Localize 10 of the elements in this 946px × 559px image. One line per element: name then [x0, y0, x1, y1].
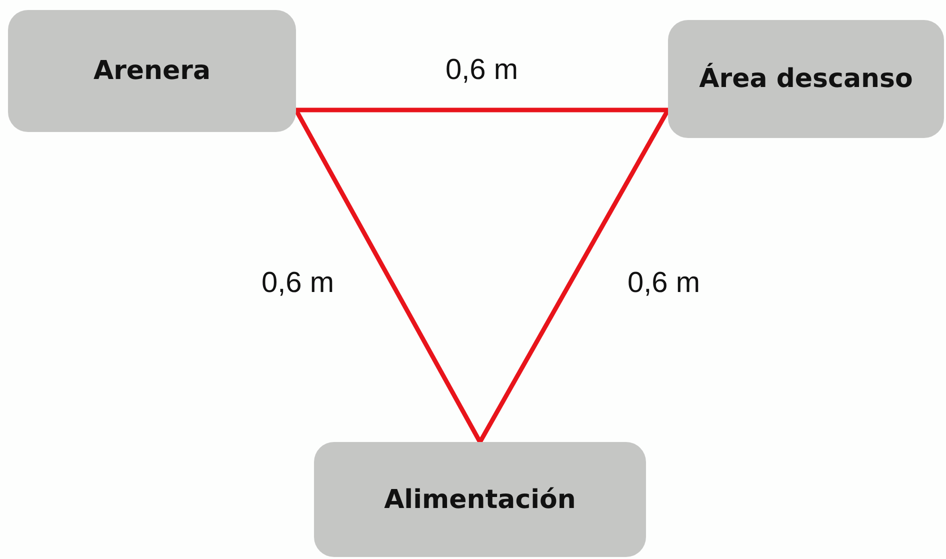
place-box	[314, 442, 646, 557]
distance-label: 0,6 m	[628, 266, 700, 300]
place-label: Área descanso	[699, 64, 913, 94]
distance-label: 0,6 m	[446, 54, 518, 86]
place-box	[8, 10, 296, 132]
connector-line	[296, 108, 668, 112]
place-label: Alimentación	[384, 484, 576, 514]
place-label: Arenera	[93, 56, 211, 86]
distance-label: 0,6 m	[262, 266, 334, 300]
place-box	[668, 20, 944, 138]
